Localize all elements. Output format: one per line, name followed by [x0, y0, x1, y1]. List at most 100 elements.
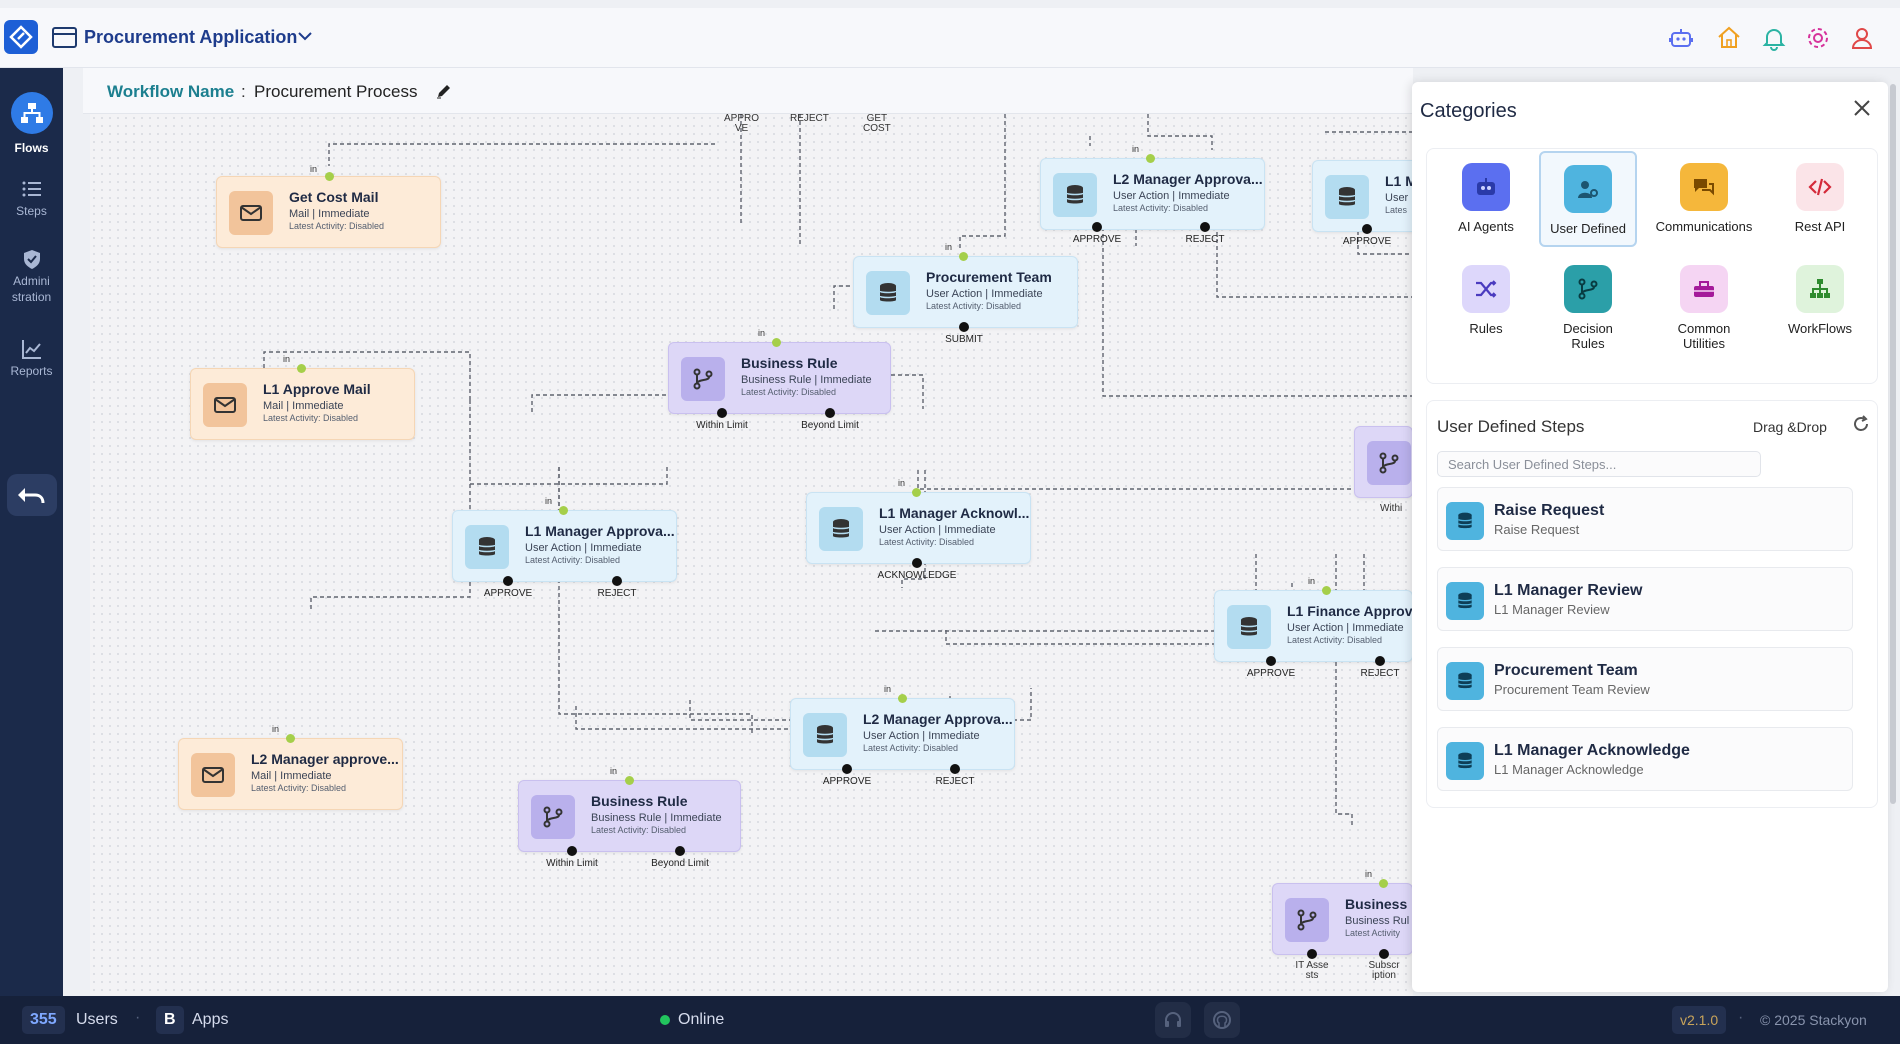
- input-port[interactable]: [286, 734, 295, 743]
- step-item-l1-manager-review[interactable]: L1 Manager Review L1 Manager Review: [1437, 567, 1853, 631]
- node-l1-manager-partial[interactable]: L1 M User Lates: [1312, 160, 1413, 232]
- node-l2-manager-approve-mail[interactable]: L2 Manager approve... Mail | Immediate L…: [178, 738, 403, 810]
- node-activity: Lates: [1385, 205, 1408, 215]
- output-port[interactable]: [675, 846, 685, 856]
- input-port[interactable]: [1379, 879, 1388, 888]
- port-label-partial: Withi: [1380, 503, 1403, 514]
- input-port[interactable]: [325, 172, 334, 181]
- back-button[interactable]: [7, 474, 57, 516]
- node-l1-manager-acknowledge[interactable]: L1 Manager Acknowl... User Action | Imme…: [806, 492, 1031, 564]
- refresh-icon[interactable]: [1852, 415, 1870, 433]
- in-label: in: [1132, 144, 1140, 154]
- step-item-procurement-team[interactable]: Procurement Team Procurement Team Review: [1437, 647, 1853, 711]
- pencil-icon[interactable]: [435, 82, 453, 100]
- category-label: Rules: [1469, 321, 1503, 336]
- output-port[interactable]: [1379, 949, 1389, 959]
- port-label: APPROVE: [822, 776, 872, 787]
- category-label: Communications: [1655, 219, 1753, 234]
- output-port[interactable]: [842, 764, 852, 774]
- input-port[interactable]: [625, 776, 634, 785]
- input-port[interactable]: [297, 364, 306, 373]
- node-l1-approve-mail[interactable]: L1 Approve Mail Mail | Immediate Latest …: [190, 368, 415, 440]
- input-port[interactable]: [1146, 154, 1155, 163]
- input-port[interactable]: [898, 694, 907, 703]
- github-button[interactable]: [1204, 1002, 1240, 1038]
- node-l1-manager-approval[interactable]: L1 Manager Approva... User Action | Imme…: [452, 510, 677, 582]
- robot-icon[interactable]: [1668, 25, 1694, 51]
- node-business-rule-1[interactable]: Business Rule Business Rule | Immediate …: [668, 342, 891, 414]
- input-port[interactable]: [1322, 586, 1331, 595]
- category-rules[interactable]: Rules: [1437, 265, 1535, 336]
- input-port[interactable]: [772, 338, 781, 347]
- output-port[interactable]: [612, 576, 622, 586]
- input-port[interactable]: [959, 252, 968, 261]
- rail-item-reports[interactable]: Reports: [0, 338, 63, 379]
- output-port[interactable]: [503, 576, 513, 586]
- user-gear-icon: [1564, 165, 1612, 213]
- rail-item-flows[interactable]: Flows: [0, 92, 63, 156]
- node-business-rule-2[interactable]: Business Rule Business Rule | Immediate …: [518, 780, 741, 852]
- close-icon[interactable]: [1852, 98, 1872, 118]
- output-port[interactable]: [959, 322, 969, 332]
- port-label-line: IT Asse: [1295, 960, 1329, 971]
- output-port[interactable]: [1307, 949, 1317, 959]
- input-port[interactable]: [912, 488, 921, 497]
- category-communications[interactable]: Communications: [1655, 163, 1753, 234]
- users-label[interactable]: Users: [76, 1011, 118, 1028]
- output-port[interactable]: [950, 764, 960, 774]
- port-label: REJECT: [1185, 234, 1225, 245]
- search-steps-input[interactable]: [1437, 451, 1761, 477]
- node-activity: Latest Activity: Disabled: [263, 413, 359, 423]
- output-port[interactable]: [1375, 656, 1385, 666]
- users-count-badge: 355: [22, 1006, 65, 1034]
- output-port[interactable]: [567, 846, 577, 856]
- step-item-raise-request[interactable]: Raise Request Raise Request: [1437, 487, 1853, 551]
- rail-item-administration[interactable]: Admini stration: [0, 248, 63, 305]
- support-headset-button[interactable]: [1155, 1002, 1191, 1038]
- node-procurement-team[interactable]: Procurement Team User Action | Immediate…: [853, 256, 1078, 328]
- category-user-defined[interactable]: User Defined: [1539, 151, 1637, 247]
- port-label: APPROVE: [1072, 234, 1122, 245]
- output-port[interactable]: [1092, 222, 1102, 232]
- node-l2-manager-approval-1[interactable]: L2 Manager Approva... User Action | Imme…: [790, 698, 1015, 770]
- output-port[interactable]: [825, 408, 835, 418]
- step-item-l1-manager-acknowledge[interactable]: L1 Manager Acknowledge L1 Manager Acknow…: [1437, 727, 1853, 791]
- bell-icon[interactable]: [1761, 25, 1787, 51]
- category-workflows[interactable]: WorkFlows: [1771, 265, 1869, 336]
- robot-icon: [1462, 163, 1510, 211]
- node-l1-finance-approval[interactable]: L1 Finance Approva... User Action | Imme…: [1214, 590, 1413, 662]
- category-rest-api[interactable]: Rest API: [1771, 163, 1869, 234]
- database-icon: [1325, 175, 1369, 219]
- output-port[interactable]: [1200, 222, 1210, 232]
- gear-icon[interactable]: [1805, 25, 1831, 51]
- home-icon[interactable]: [1716, 25, 1742, 51]
- database-icon: [1446, 662, 1484, 700]
- category-label-1: Decision: [1563, 321, 1613, 336]
- output-port[interactable]: [717, 408, 727, 418]
- rail-item-steps[interactable]: Steps: [0, 178, 63, 219]
- apps-label[interactable]: Apps: [192, 1011, 229, 1028]
- output-port[interactable]: [1362, 224, 1372, 234]
- port-label: REJECT: [597, 588, 637, 599]
- category-decision-rules[interactable]: Decision Rules: [1539, 265, 1637, 351]
- node-business-rule-partial[interactable]: Business R Business Rul Latest Activity: [1272, 883, 1413, 955]
- step-subtitle: Procurement Team Review: [1494, 682, 1650, 697]
- panel-scrollbar[interactable]: [1890, 84, 1896, 804]
- node-l2-manager-approval-2[interactable]: L2 Manager Approva... User Action | Imme…: [1040, 158, 1265, 230]
- node-get-cost-mail[interactable]: Get Cost Mail Mail | Immediate Latest Ac…: [216, 176, 441, 248]
- category-ai-agents[interactable]: AI Agents: [1437, 163, 1535, 234]
- node-subtitle: Business Rul: [1345, 915, 1410, 927]
- app-title[interactable]: Procurement Application: [84, 27, 298, 47]
- output-port[interactable]: [1266, 656, 1276, 666]
- node-partial-right[interactable]: [1354, 426, 1413, 498]
- output-port[interactable]: [912, 558, 922, 568]
- node-activity: Latest Activity: Disabled: [289, 221, 385, 231]
- user-icon[interactable]: [1849, 25, 1875, 51]
- app-logo-icon[interactable]: [4, 20, 38, 54]
- chevron-down-icon[interactable]: [297, 30, 313, 42]
- category-common-utilities[interactable]: Common Utilities: [1655, 265, 1753, 351]
- input-port[interactable]: [559, 506, 568, 515]
